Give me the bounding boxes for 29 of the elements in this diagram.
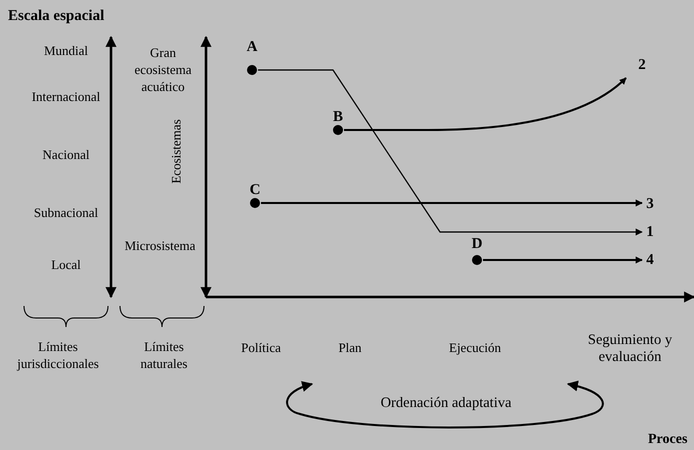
trajectory-arrow bbox=[344, 77, 627, 131]
axis-label: Internacional bbox=[30, 88, 102, 105]
axis-label: Ordenación adaptativa bbox=[380, 395, 512, 412]
trajectory-arrow bbox=[483, 256, 643, 264]
axis-label: Ecosistemas bbox=[168, 118, 184, 186]
axis-label: Nacional bbox=[42, 146, 90, 163]
axis-label: Seguimiento y evaluación bbox=[586, 332, 674, 366]
axis-label: Plan bbox=[337, 339, 363, 356]
outcome-number: 1 bbox=[645, 225, 655, 239]
point-label: D bbox=[470, 237, 484, 251]
outcome-number: 4 bbox=[645, 253, 655, 267]
axis-label: Gran ecosistema acuático bbox=[133, 44, 193, 95]
axis-label: Ejecución bbox=[448, 339, 502, 356]
outcome-number: 3 bbox=[645, 197, 655, 211]
axis-label: Límites naturales bbox=[140, 338, 188, 372]
axis-label: Subnacional bbox=[32, 204, 100, 221]
axis-label: Proces bbox=[648, 431, 688, 448]
axis-title: Escala espacial bbox=[8, 8, 104, 25]
axis-label: Microsistema bbox=[124, 237, 196, 254]
axis-label: Límites jurisdiccionales bbox=[16, 338, 100, 372]
axis-label: Política bbox=[240, 339, 282, 356]
trajectory-arrow bbox=[258, 69, 643, 236]
point-label: A bbox=[246, 40, 258, 54]
outcome-number: 2 bbox=[637, 58, 647, 72]
point-label: B bbox=[332, 110, 344, 124]
axis-label: Mundial bbox=[42, 42, 90, 59]
axis-label: Local bbox=[50, 256, 82, 273]
trajectory-arrow bbox=[261, 200, 643, 206]
point-label: C bbox=[248, 183, 262, 197]
